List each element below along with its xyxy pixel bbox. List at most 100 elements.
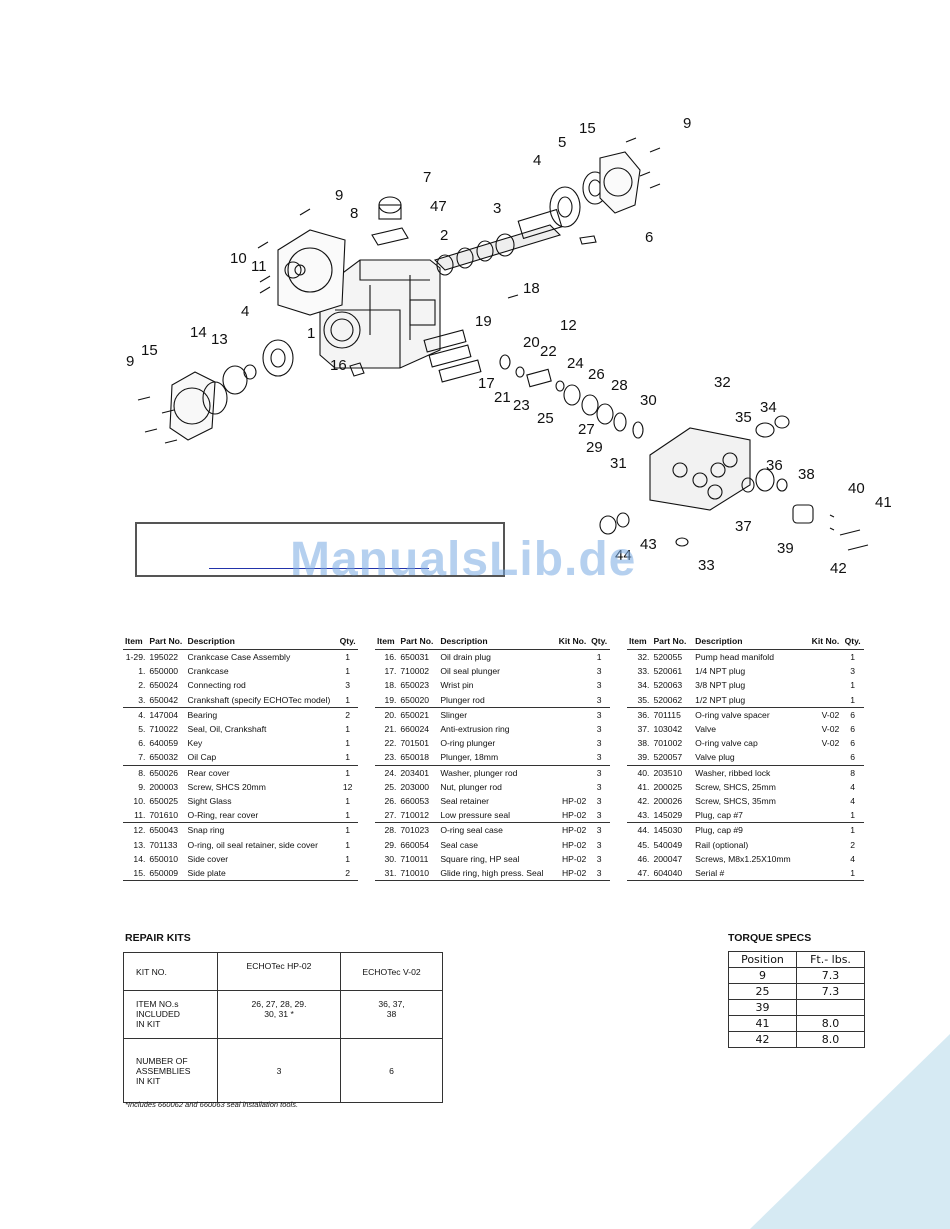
diagram-callout-17: 17 bbox=[478, 375, 495, 392]
quantity: 1 bbox=[345, 795, 350, 806]
diagram-callout-8: 8 bbox=[350, 205, 358, 222]
diagram-callout-11: 11 bbox=[251, 258, 267, 275]
kit-number: HP-02 bbox=[554, 808, 589, 824]
quantity: 1 bbox=[850, 652, 856, 663]
callout-underline bbox=[209, 568, 429, 569]
item-number: 35. bbox=[627, 692, 652, 708]
col-header-part-no: Part No. bbox=[651, 636, 694, 650]
v-count: 6 bbox=[340, 1038, 443, 1103]
part-number: 701133 bbox=[149, 839, 178, 850]
diagram-callout-26: 26 bbox=[588, 366, 605, 383]
part-number: 650024 bbox=[149, 680, 179, 691]
part-description: Oil seal plunger bbox=[440, 666, 501, 677]
item-number: 39. bbox=[627, 750, 652, 766]
item-number: 25. bbox=[384, 781, 397, 792]
quantity: 1 bbox=[841, 692, 864, 708]
part-description: Serial # bbox=[693, 865, 806, 881]
torque-value: 8.0 bbox=[796, 1015, 865, 1032]
corner-decoration bbox=[750, 1034, 950, 1229]
bearing-right-drawing bbox=[549, 151, 641, 245]
item-number: 19. bbox=[375, 692, 399, 708]
part-number: 650023 bbox=[400, 680, 430, 691]
kit-number bbox=[554, 750, 589, 766]
part-description: Wrist pin bbox=[440, 680, 474, 691]
part-description: Key bbox=[187, 738, 203, 749]
kit-number: HP-02 bbox=[561, 825, 587, 836]
repair-kits-table: KIT NO. ECHOTec HP-02 ECHOTec V-02 ITEM … bbox=[123, 952, 443, 1103]
part-number: 650010 bbox=[149, 853, 179, 864]
blank-callout-box bbox=[135, 522, 505, 577]
torque-position: 41 bbox=[728, 1015, 797, 1032]
item-number: 6. bbox=[138, 738, 146, 749]
kit-number bbox=[805, 750, 842, 766]
item-number: 9. bbox=[138, 781, 146, 792]
quantity: 1 bbox=[345, 825, 350, 836]
items-included-label: ITEM NO.s INCLUDED IN KIT bbox=[123, 990, 218, 1039]
part-description: Seal retainer bbox=[440, 795, 490, 806]
item-number: 21. bbox=[384, 724, 397, 735]
item-number: 2. bbox=[138, 680, 146, 691]
diagram-callout-32: 32 bbox=[714, 374, 731, 391]
kit-number bbox=[554, 678, 588, 692]
quantity: 12 bbox=[342, 781, 353, 792]
quantity: 2 bbox=[345, 709, 350, 720]
side-plate-left-drawing bbox=[169, 339, 294, 441]
quantity: 1 bbox=[337, 750, 358, 766]
part-description: Washer, ribbed lock bbox=[695, 767, 771, 778]
kit-number: HP-02 bbox=[554, 865, 589, 881]
col-header-kit-no: Kit No. bbox=[805, 636, 842, 650]
screws-drawing bbox=[137, 137, 869, 551]
quantity: 3 bbox=[345, 680, 350, 691]
item-number: 30. bbox=[384, 853, 397, 864]
quantity: 3 bbox=[596, 724, 602, 735]
kit-number bbox=[805, 808, 842, 824]
quantity: 3 bbox=[588, 750, 610, 766]
v-items-line: 36, 37, bbox=[378, 999, 405, 1009]
diagram-callout-2: 2 bbox=[440, 227, 448, 244]
kit-number bbox=[806, 823, 842, 838]
quantity: 1 bbox=[337, 808, 358, 824]
kit-number: HP-02 bbox=[561, 853, 587, 864]
item-number: 20. bbox=[384, 709, 397, 720]
item-number: 47. bbox=[627, 865, 652, 881]
torque-position: 39 bbox=[728, 999, 797, 1016]
part-description: O-ring valve cap bbox=[695, 738, 758, 749]
quantity: 4 bbox=[850, 781, 856, 792]
v-items-line: 38 bbox=[386, 1009, 397, 1019]
part-number: 660053 bbox=[400, 795, 430, 806]
quantity: 1 bbox=[345, 853, 350, 864]
item-number: 10. bbox=[133, 795, 146, 806]
torque-col-position: Position bbox=[728, 951, 797, 968]
diagram-callout-40: 40 bbox=[848, 480, 865, 497]
item-number: 5. bbox=[138, 724, 146, 735]
diagram-callout-28: 28 bbox=[611, 377, 628, 394]
item-number: 31. bbox=[375, 865, 399, 881]
part-number: 650043 bbox=[149, 825, 179, 836]
kit-number bbox=[554, 780, 588, 794]
item-number: 22. bbox=[384, 738, 397, 749]
item-number: 13. bbox=[133, 839, 146, 850]
rear-cover-drawing bbox=[277, 229, 346, 316]
kit-number bbox=[806, 678, 842, 692]
part-number: 650031 bbox=[400, 652, 430, 663]
part-description: Screw, SHCS, 25mm bbox=[695, 781, 776, 792]
quantity: 4 bbox=[850, 853, 856, 864]
hp-items: 26, 27, 28, 29. 30, 31 * bbox=[217, 990, 341, 1039]
item-number: 8. bbox=[138, 767, 146, 778]
part-description: Slinger bbox=[440, 709, 468, 720]
part-number: 650009 bbox=[147, 865, 186, 881]
part-number: 710010 bbox=[398, 865, 439, 881]
